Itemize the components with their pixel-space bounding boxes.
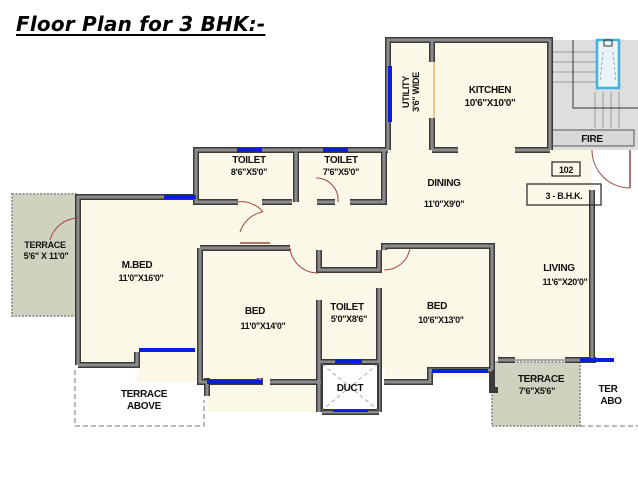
bed2-label: BED	[427, 301, 447, 312]
toilet1-size: 8'6"X5'0"	[231, 167, 267, 177]
toilet1-label: TOILET	[232, 155, 266, 166]
floor-area	[78, 40, 592, 412]
terrace-left-size: 5'6" X 11'0"	[24, 251, 69, 261]
terrace-left	[11, 193, 77, 317]
terrace-front	[491, 361, 581, 427]
kitchen-label: KITCHEN	[469, 85, 511, 96]
terrace-front-label: TERRACE	[518, 374, 565, 385]
toilet2-label: TOILET	[324, 155, 358, 166]
bed1-size: 11'0"X14'0"	[240, 321, 285, 331]
master-bed-label: M.BED	[122, 260, 153, 271]
doors	[49, 62, 631, 274]
master-bed-size: 11'0"X16'0"	[118, 273, 163, 283]
utility-size: 3'6" WIDE	[411, 72, 421, 112]
unit-type-box	[526, 183, 602, 206]
utility-label: UTILITY	[401, 76, 411, 108]
fire-label: FIRE	[581, 134, 603, 145]
terrace-above-outlines	[74, 370, 638, 427]
page-title: Floor Plan for 3 BHK:-	[16, 12, 266, 36]
unit-type: 3 - B.H.K.	[545, 191, 582, 201]
stair-core: FIRE	[550, 38, 638, 150]
bed2-size: 10'6"X13'0"	[418, 315, 464, 325]
kitchen-size: 10'6"X10'0"	[465, 98, 517, 109]
room-labels: UTILITY 3'6" WIDE KITCHEN 10'6"X10'0" TO…	[24, 72, 623, 412]
bed1-label: BED	[245, 306, 265, 317]
terrace-above-left-line1: TERRACE	[121, 389, 168, 400]
terrace-above-left-line2: ABOVE	[127, 401, 162, 412]
toilet3-size: 5'0"X8'6"	[331, 314, 367, 324]
lift-shaft	[595, 38, 621, 90]
terrace-left-label: TERRACE	[24, 240, 66, 250]
duct-label: DUCT	[337, 383, 364, 394]
dining-size: 11'0"X9'0"	[424, 199, 464, 209]
unit-number: 102	[559, 165, 573, 175]
terrace-above-right-line1: TER	[598, 384, 618, 395]
toilet3-label: TOILET	[330, 302, 364, 313]
unit-number-box	[551, 161, 581, 177]
dining-label: DINING	[427, 178, 461, 189]
toilet2-size: 7'6"X5'0"	[323, 167, 359, 177]
terrace-above-right-line2: ABO	[600, 396, 622, 407]
windows	[139, 66, 614, 412]
living-label: LIVING	[543, 263, 575, 274]
living-size: 11'6"X20'0"	[542, 277, 587, 287]
terrace-front-size: 7'6"X5'6"	[519, 386, 555, 396]
